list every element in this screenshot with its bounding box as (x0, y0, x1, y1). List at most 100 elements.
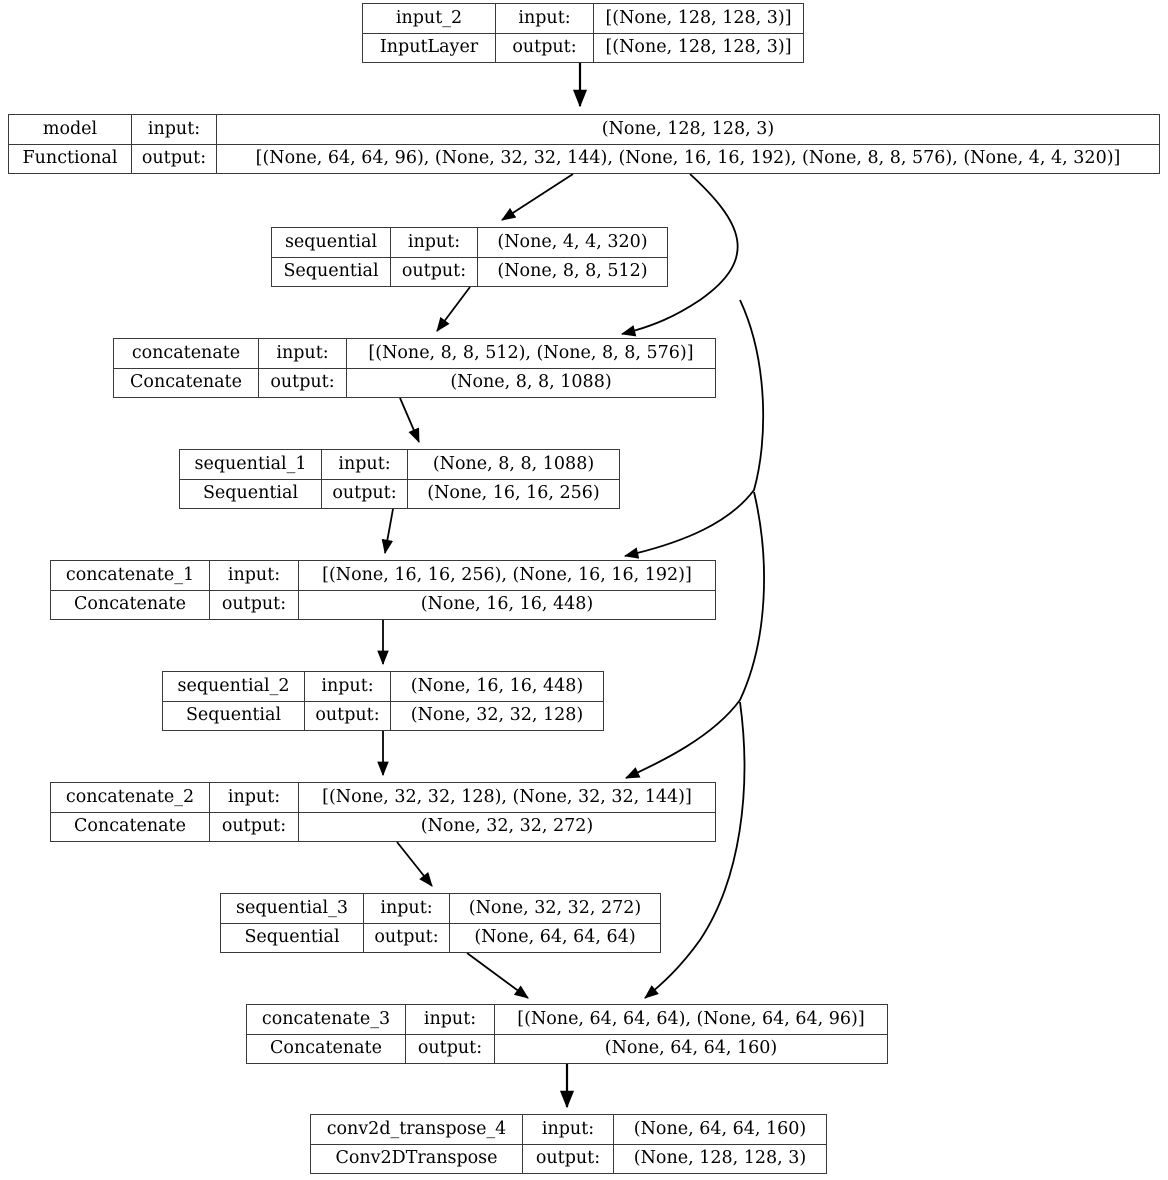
node-sequential_3-layer-name: sequential_3 (221, 894, 364, 923)
node-sequential-layer-name: sequential (272, 228, 391, 257)
node-concatenate-layer-name: concatenate (114, 339, 259, 368)
node-sequential_2-layer-class: Sequential (163, 701, 305, 730)
node-sequential-input-label: input: (391, 228, 478, 257)
node-concatenate_1-layer-class: Concatenate (51, 590, 210, 619)
node-conv2d_transpose_4-layer-name: conv2d_transpose_4 (311, 1115, 523, 1144)
node-concatenate_3-layer-name: concatenate_3 (247, 1005, 406, 1034)
node-input_2-output-label: output: (496, 33, 594, 62)
node-concatenate_3-input-label: input: (406, 1005, 495, 1034)
node-conv2d_transpose_4-input-shape: (None, 64, 64, 160) (633, 1118, 807, 1139)
node-concatenate-output-label: output: (259, 368, 347, 397)
node-concatenate_2-output-label: output: (210, 812, 299, 841)
edge-sequential_3-to-concatenate_3 (466, 952, 529, 999)
node-sequential_2-input-shape: (None, 16, 16, 448) (410, 675, 584, 696)
node-conv2d_transpose_4-output-shape: (None, 128, 128, 3) (633, 1148, 807, 1168)
node-concatenate_2-layer-name: concatenate_2 (51, 783, 210, 812)
node-concatenate_1-input-label: input: (210, 561, 299, 590)
node-sequential_1-input-shape: (None, 8, 8, 1088) (432, 453, 595, 474)
edge-concatenate-to-sequential_1 (399, 397, 420, 443)
edge-concatenate_2-to-sequential_3 (396, 841, 433, 887)
node-sequential-layer-class: Sequential (272, 257, 391, 286)
edge-model-to-sequential (501, 173, 574, 221)
node-concatenate_1-output-label: output: (210, 590, 299, 619)
node-input_2-input-label: input: (496, 4, 594, 33)
node-sequential_3-layer-class: Sequential (221, 923, 364, 952)
node-sequential-input-shape: (None, 4, 4, 320) (497, 231, 648, 252)
node-input_2-output-shape: [(None, 128, 128, 3)] (605, 37, 792, 57)
node-model-layer-name: model (9, 115, 132, 144)
node-sequential_1-input-label: input: (322, 450, 408, 479)
node-concatenate_1-layer-name: concatenate_1 (51, 561, 210, 590)
node-concatenate_1-input-shape: [(None, 16, 16, 256), (None, 16, 16, 192… (322, 564, 692, 585)
edge-model-to-concatenate_3-skip (644, 701, 746, 999)
node-model-input-label: input: (132, 115, 217, 144)
node-concatenate_3-output-shape: (None, 64, 64, 160) (604, 1038, 778, 1058)
node-model-input-shape: (None, 128, 128, 3) (601, 118, 775, 139)
node-sequential_2-layer-name: sequential_2 (163, 672, 305, 701)
node-sequential_1-output-shape: (None, 16, 16, 256) (427, 483, 600, 503)
node-sequential_1-layer-class: Sequential (180, 479, 322, 508)
node-input_2-input-shape: [(None, 128, 128, 3)] (605, 7, 792, 28)
edge-sequential_1-to-concatenate_1 (381, 508, 394, 555)
edge-sequential-to-concatenate (436, 286, 471, 332)
node-concatenate_1-output-shape: (None, 16, 16, 448) (420, 594, 594, 614)
node-concatenate_3-input-shape: [(None, 64, 64, 64), (None, 64, 64, 96)] (517, 1008, 865, 1029)
node-concatenate_2-layer-class: Concatenate (51, 812, 210, 841)
node-input_2-layer-name: input_2 (363, 4, 496, 33)
node-conv2d_transpose_4-input-label: input: (523, 1115, 614, 1144)
node-sequential_2-output-shape: (None, 32, 32, 128) (410, 705, 584, 725)
node-sequential_3-output-shape: (None, 64, 64, 64) (474, 927, 636, 947)
node-concatenate-layer-class: Concatenate (114, 368, 259, 397)
node-sequential_3-input-label: input: (364, 894, 450, 923)
node-model-output-label: output: (132, 144, 217, 173)
node-input_2-layer-class: InputLayer (363, 33, 496, 62)
node-sequential_1-output-label: output: (322, 479, 408, 508)
node-concatenate_3-layer-class: Concatenate (247, 1034, 406, 1063)
node-concatenate_2-input-shape: [(None, 32, 32, 128), (None, 32, 32, 144… (322, 786, 692, 807)
node-sequential_3-output-label: output: (364, 923, 450, 952)
node-sequential_3-input-shape: (None, 32, 32, 272) (468, 897, 642, 918)
node-concatenate_2-output-shape: (None, 32, 32, 272) (420, 816, 594, 836)
node-concatenate_2-input-label: input: (210, 783, 299, 812)
node-conv2d_transpose_4-layer-class: Conv2DTranspose (311, 1144, 523, 1173)
node-sequential_1-layer-name: sequential_1 (180, 450, 322, 479)
node-concatenate-input-label: input: (259, 339, 347, 368)
node-sequential_2-input-label: input: (305, 672, 391, 701)
edge-model-to-concatenate_2-skip (625, 491, 765, 779)
node-conv2d_transpose_4-output-label: output: (523, 1144, 614, 1173)
